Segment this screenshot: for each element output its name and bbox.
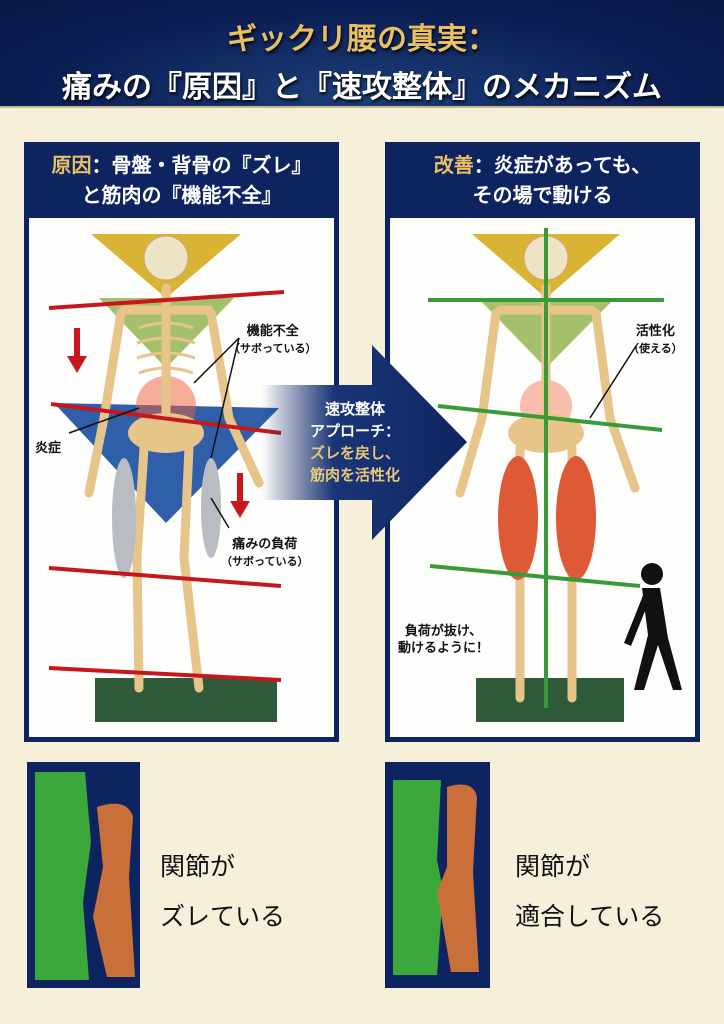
improvement-heading: 改善：炎症があっても、 その場で動ける [433,153,652,207]
aligned-skeleton-diagram [428,228,682,722]
cause-illustration: 機能不全（サボっている） 炎症 痛みの負荷（サボっている） [29,218,334,737]
misaligned-joint-illustration [27,762,140,988]
aligned-joint-illustration [385,762,490,988]
walking-person-icon [624,563,682,690]
released-label: 負荷が抜け、動けるように！ [398,624,490,656]
approach-arrow [262,345,467,540]
inflammation-label: 炎症 [35,441,62,456]
title-line1: ギックリ腰の真実： [227,22,497,57]
misaligned-skeleton-diagram [48,234,285,722]
cause-panel: 原因：骨盤・背骨の『ズレ』 と筋肉の『機能不全』 [24,142,339,742]
misaligned-joint-caption: 関節がズレている [160,852,286,931]
improvement-illustration: 活性化（使える） 負荷が抜け、動けるように！ [390,218,695,737]
dysfunction-label: 機能不全（サボっている） [229,324,317,355]
aligned-joint-caption: 関節が適合している [515,852,665,931]
title-line2: 痛みの『原因』と『速攻整体』のメカニズム [62,70,662,105]
activation-label: 活性化（使える） [628,324,683,355]
approach-text: 速攻整体アプローチ： ズレを戻し、筋肉を活性化 [309,400,400,484]
load-label: 痛みの負荷（サボっている） [221,537,309,568]
cause-heading: 原因：骨盤・背骨の『ズレ』 と筋肉の『機能不全』 [51,153,312,207]
header-banner: ギックリ腰の真実： 痛みの『原因』と『速攻整体』のメカニズム [0,0,724,108]
